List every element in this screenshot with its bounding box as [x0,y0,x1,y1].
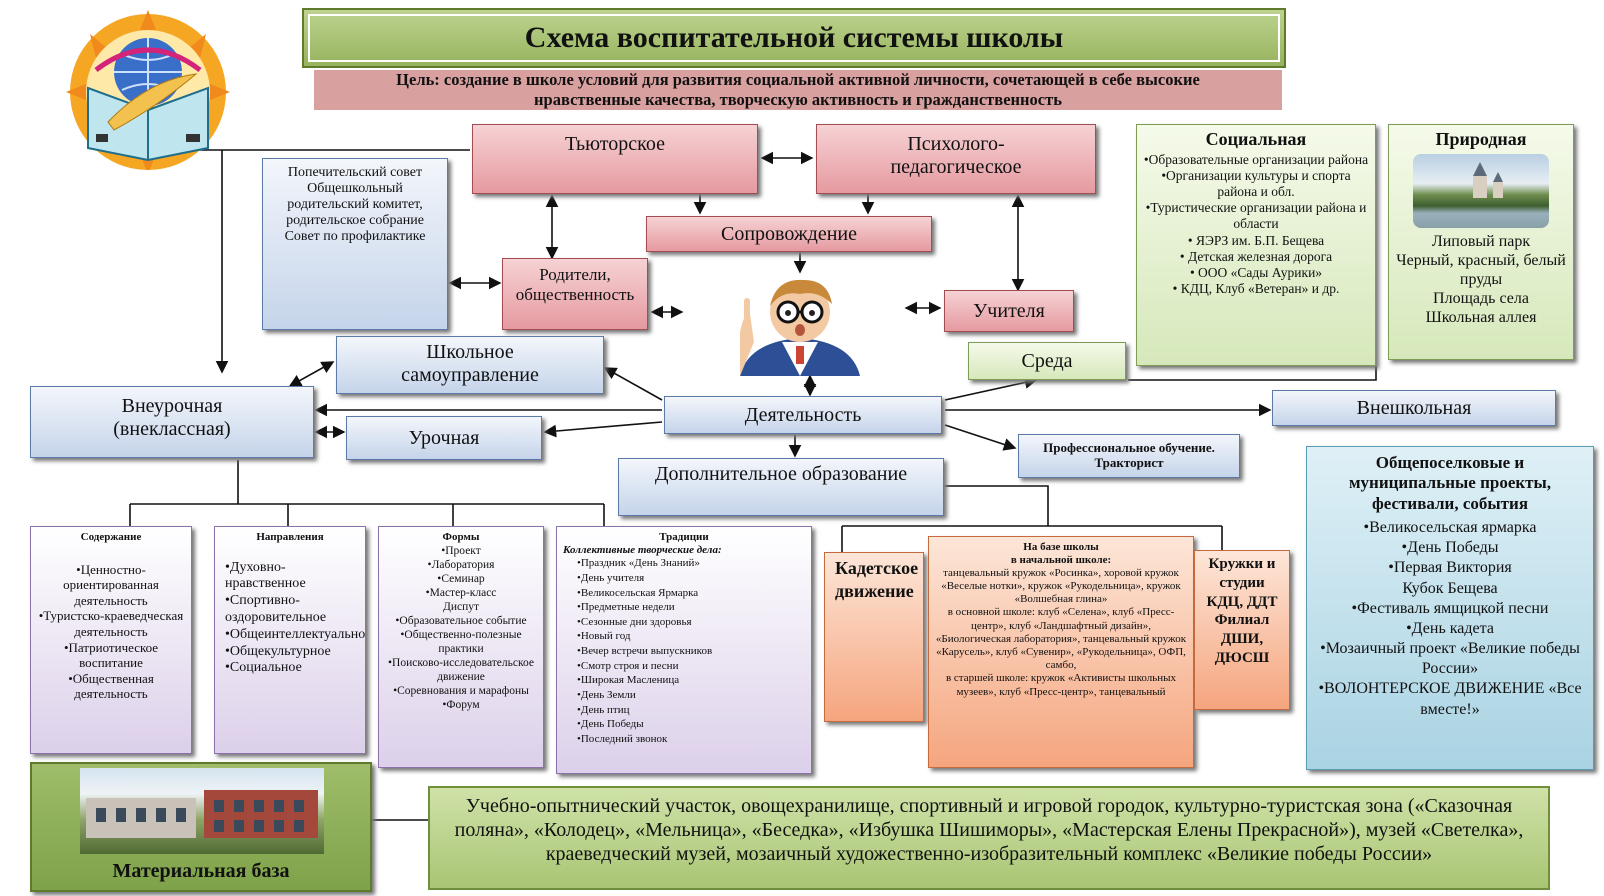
material-base-box: Материальная база [30,762,372,892]
tradition-item: •Великосельская Ярмарка [577,586,699,599]
child-illustration [700,272,900,376]
nature-item: Черный, красный, белый пруды [1396,251,1566,289]
environment-box: Среда [968,342,1126,380]
tradition-item: •День Победы [577,718,644,731]
school-building-photo [80,768,324,854]
tradition-item: •Смотр строя и песни [577,659,679,672]
material-description: Учебно-опытнический участок, овощехранил… [428,786,1550,890]
projects-box: Общепоселковые и муниципальные проекты, … [1306,446,1594,770]
form-item: •Проект [441,544,481,557]
pupil-icon [740,279,860,376]
nature-item: Площадь села [1433,290,1529,308]
direction-item: •Социальное [225,660,302,676]
school-base-box: На базе школы в начальной школе: танцева… [928,536,1194,768]
project-item: •Фестиваль ямщицкой песни [1351,599,1549,617]
parents-box: Родители, общественность [502,258,648,330]
social-box: Социальная •Образовательные организации … [1136,124,1376,366]
school-base-item: танцевальный кружок «Росинка», хоровой к… [941,566,1181,606]
content-item: •Туристско-краеведческая деятельность [38,608,184,640]
prof-box: Профессиональное обучение. Тракторист [1018,434,1240,478]
board-box: Попечительский совет Общешкольный родите… [262,158,448,330]
social-item: • ООО «Сады Аурики» [1189,265,1323,280]
page-title: Схема воспитательной системы школы [302,8,1286,68]
school-base-item: в старшей школе: кружок «Активисты школь… [945,672,1177,698]
directions-box: Направления •Духовно-нравственное •Спорт… [214,526,366,754]
form-item: •Образовательное событие [395,614,527,627]
school-building-icon [86,790,318,838]
direction-item: •Общекультурное [225,643,331,659]
school-logo [18,10,278,170]
content-item: •Общественная деятельность [68,670,154,702]
tradition-item: •Предметные недели [577,601,675,614]
outschool-box: Внешкольная [1272,390,1556,426]
feather-icon [107,73,198,131]
tradition-item: •Новый год [577,630,631,643]
tradition-item: •Сезонные дни здоровья [577,615,692,628]
form-item: •Соревнования и марафоны [393,684,529,697]
goal-banner: Цель: создание в школе условий для разви… [314,70,1282,110]
tradition-item: •Последний звонок [577,732,668,745]
content-item: •Ценностно-ориентированная деятельность [63,561,159,608]
project-item: •Великосельская ярмарка [1363,519,1537,537]
addedu-box: Дополнительное образование [618,458,944,516]
social-item: •Организации культуры и спорта района и … [1161,167,1351,200]
nature-photo [1413,153,1549,228]
form-item: •Семинар [437,572,485,585]
tradition-item: •Праздник «День Знаний» [577,557,700,570]
tutor-box: Тьюторское [472,124,758,194]
school-base-item: в основной школе: клуб «Селена», клуб «П… [935,606,1187,672]
clubs-box: Кружки и студии КДЦ, ДДТ Филиал ДШИ, ДЮС… [1194,550,1290,710]
cadet-box: Кадетское движение [824,552,924,722]
school-base-item: в начальной школе: [1010,553,1112,566]
forms-box: Формы •Проект •Лаборатория •Семинар •Мас… [378,526,544,768]
lesson-box: Урочная [346,416,542,460]
traditions-box: Традиции Коллективные творческие дела: •… [556,526,812,774]
tradition-item: •Широкая Масленица [577,674,680,687]
social-item: •Туристические организации района и обла… [1145,200,1367,232]
teachers-box: Учителя [944,290,1074,332]
form-item: Диспут [442,600,480,613]
tradition-item: •День учителя [577,571,645,584]
content-item: •Патриотическое воспитание [63,639,159,671]
direction-item: •Общеинтеллектуальное [225,626,366,642]
extracurr-box: Внеурочная (внеклассная) [30,386,314,458]
church-icon [1473,161,1503,198]
direction-item: •Духовно-нравственное [225,559,306,592]
project-item: •День Победы [1401,539,1499,557]
form-item: •Общественно-полезные практики [400,628,522,655]
support-box: Сопровождение [646,216,932,252]
form-item: •Лаборатория [427,558,495,571]
project-item: Кубок Бещева [1402,579,1498,597]
project-item: •День кадета [1406,619,1494,637]
nature-item: Школьная аллея [1425,309,1537,327]
form-item: •Мастер-класс [425,586,497,599]
selfgov-box: Школьное самоуправление [336,336,604,394]
tradition-item: •Вечер встречи выпускников [577,645,713,658]
form-item: •Поисково-исследовательское движение [388,656,534,683]
form-item: •Форум [442,698,480,711]
content-box: Содержание •Ценностно-ориентированная де… [30,526,192,754]
psych-box: Психолого-педагогическое [816,124,1096,194]
project-item: •Первая Виктория [1388,559,1512,577]
nature-box: Природная Липовый парк Черный, красный, … [1388,124,1574,360]
activity-box: Деятельность [664,396,942,434]
tradition-item: •День Земли [577,688,636,701]
social-item: • КДЦ, Клуб «Ветеран» и др. [1172,281,1340,297]
project-item: •Мозаичный проект «Великие победы России… [1320,640,1580,678]
direction-item: •Спортивно-оздоровительное [225,593,327,626]
social-item: • ЯЭРЗ им. Б.П. Бещева [1187,232,1325,248]
social-item: •Образовательные организации района [1143,151,1369,167]
social-item: • Детская железная дорога [1179,248,1333,264]
tradition-item: •День птиц [577,703,630,716]
project-item: •ВОЛОНТЕРСКОЕ ДВИЖЕНИЕ «Все вместе!» [1318,680,1582,718]
nature-item: Липовый парк [1431,232,1531,250]
